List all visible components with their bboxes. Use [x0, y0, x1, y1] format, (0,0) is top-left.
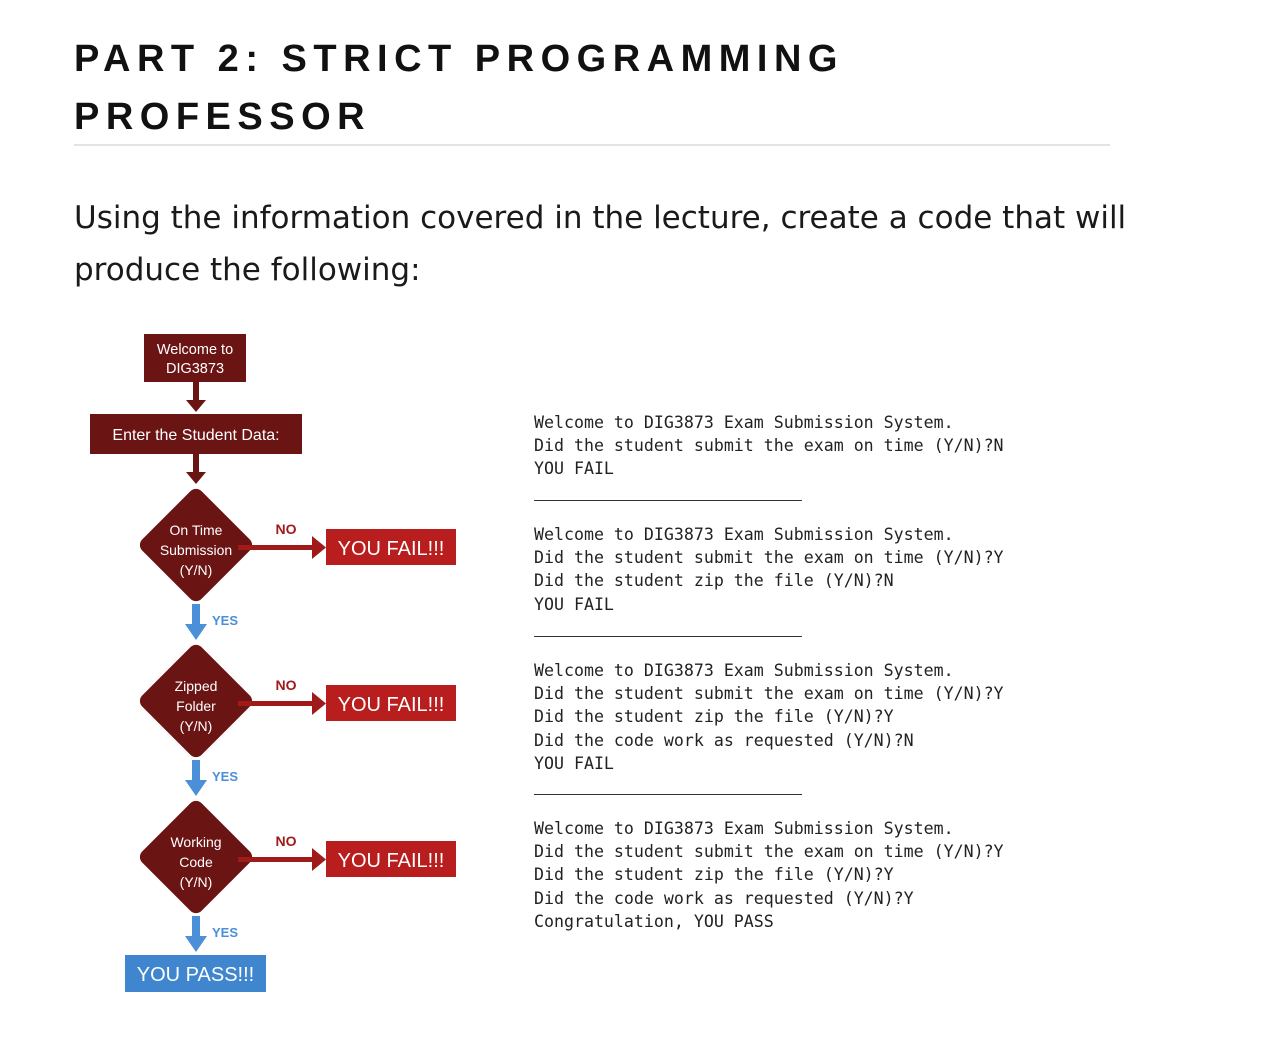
fail-label-3: YOU FAIL!!!: [338, 850, 445, 872]
console-run-1: Welcome to DIG3873 Exam Submission Syste…: [534, 411, 1004, 481]
console-line: Did the student zip the file (Y/N)?Y: [534, 865, 894, 885]
no-branch-3: NO YOU FAIL!!!: [238, 833, 456, 877]
start-text-line-1: Welcome to: [157, 342, 233, 358]
console-line: Welcome to DIG3873 Exam Submission Syste…: [534, 661, 954, 680]
console-line: Welcome to DIG3873 Exam Submission Syste…: [534, 525, 954, 544]
fail-box-2: [326, 685, 456, 721]
no-label-3: NO: [276, 833, 297, 849]
console-line: Did the code work as requested (Y/N)?Y: [534, 888, 914, 908]
decision-2-line-2: Folder: [176, 698, 216, 714]
no-label-2: NO: [276, 677, 297, 693]
yes-label-1: YES: [212, 613, 238, 628]
intro-paragraph: Using the information covered in the lec…: [74, 192, 1154, 296]
decision-1-line-1: On Time: [170, 522, 223, 538]
yes-branch-2: YES: [185, 760, 238, 796]
fail-box-3: [326, 841, 456, 877]
input-box-shape: [90, 414, 302, 454]
console-line: YOU FAIL: [534, 594, 614, 614]
no-label-1: NO: [276, 521, 297, 537]
decision-2-line-3: (Y/N): [180, 718, 213, 734]
flowchart-diagram: Welcome to DIG3873 Enter the Student Dat…: [90, 334, 456, 992]
console-line: Congratulation, YOU PASS: [534, 911, 774, 931]
decision-3-line-1: Working: [170, 834, 221, 850]
console-run-2: Welcome to DIG3873 Exam Submission Syste…: [534, 523, 1004, 616]
console-line: Did the student submit the exam on time …: [534, 842, 1004, 862]
console-line: YOU FAIL: [534, 753, 614, 773]
intro-line-2: produce the following:: [74, 252, 421, 288]
console-line: Did the student submit the exam on time …: [534, 684, 1004, 704]
console-line: Did the student submit the exam on time …: [534, 548, 1004, 568]
title-divider: [74, 144, 1110, 146]
page-title: PART 2: STRICT PROGRAMMING PROFESSOR: [74, 30, 1114, 146]
console-line: Welcome to DIG3873 Exam Submission Syste…: [534, 819, 954, 838]
console-line: YOU FAIL: [534, 459, 614, 479]
decision-1-diamond: [139, 488, 253, 602]
flowchart-input-node: Enter the Student Data:: [90, 414, 302, 454]
start-text-line-2: DIG3873: [166, 361, 224, 377]
yes-label-3: YES: [212, 925, 238, 940]
console-run-3: Welcome to DIG3873 Exam Submission Syste…: [534, 659, 1004, 775]
console-line: Welcome to DIG3873 Exam Submission Syste…: [534, 413, 954, 432]
decision-on-time: On Time Submission (Y/N): [139, 488, 253, 602]
decision-2-line-1: Zipped: [175, 678, 218, 694]
arrow-start-to-input: [186, 382, 206, 412]
console-run-4: Welcome to DIG3873 Exam Submission Syste…: [534, 817, 1004, 933]
decision-working-code: Working Code (Y/N): [139, 800, 253, 914]
flowchart-pass-node: YOU PASS!!!: [125, 955, 266, 992]
decision-zipped: Zipped Folder (Y/N): [139, 644, 253, 758]
decision-3-line-3: (Y/N): [180, 874, 213, 890]
decision-3-line-2: Code: [179, 854, 213, 870]
console-separator: [534, 500, 802, 501]
no-branch-1: NO YOU FAIL!!!: [238, 521, 456, 565]
fail-label-2: YOU FAIL!!!: [338, 694, 445, 716]
yes-label-2: YES: [212, 769, 238, 784]
decision-1-line-3: (Y/N): [180, 562, 213, 578]
fail-label-1: YOU FAIL!!!: [338, 538, 445, 560]
intro-line-1: Using the information covered in the lec…: [74, 200, 1127, 236]
decision-1-line-2: Submission: [160, 542, 232, 558]
decision-2-diamond: [139, 644, 253, 758]
input-text: Enter the Student Data:: [112, 427, 279, 444]
page-title-line-1: PART 2: STRICT PROGRAMMING: [74, 38, 844, 80]
console-separator: [534, 794, 802, 795]
fail-box-1: [326, 529, 456, 565]
yes-branch-3: YES: [185, 916, 238, 952]
console-line: Did the student submit the exam on time …: [534, 436, 1004, 456]
no-branch-2: NO YOU FAIL!!!: [238, 677, 456, 721]
arrow-input-to-decision-1: [186, 454, 206, 484]
pass-label: YOU PASS!!!: [137, 964, 254, 986]
flowchart-start-node: Welcome to DIG3873: [144, 334, 246, 382]
console-line: Did the student zip the file (Y/N)?Y: [534, 707, 894, 727]
page-title-line-2: PROFESSOR: [74, 96, 372, 138]
yes-branch-1: YES: [185, 604, 238, 640]
decision-3-diamond: [139, 800, 253, 914]
pass-box-shape: [125, 955, 266, 992]
console-line: Did the student zip the file (Y/N)?N: [534, 571, 894, 591]
console-separator: [534, 636, 802, 637]
start-box-shape: [144, 334, 246, 382]
console-line: Did the code work as requested (Y/N)?N: [534, 730, 914, 750]
